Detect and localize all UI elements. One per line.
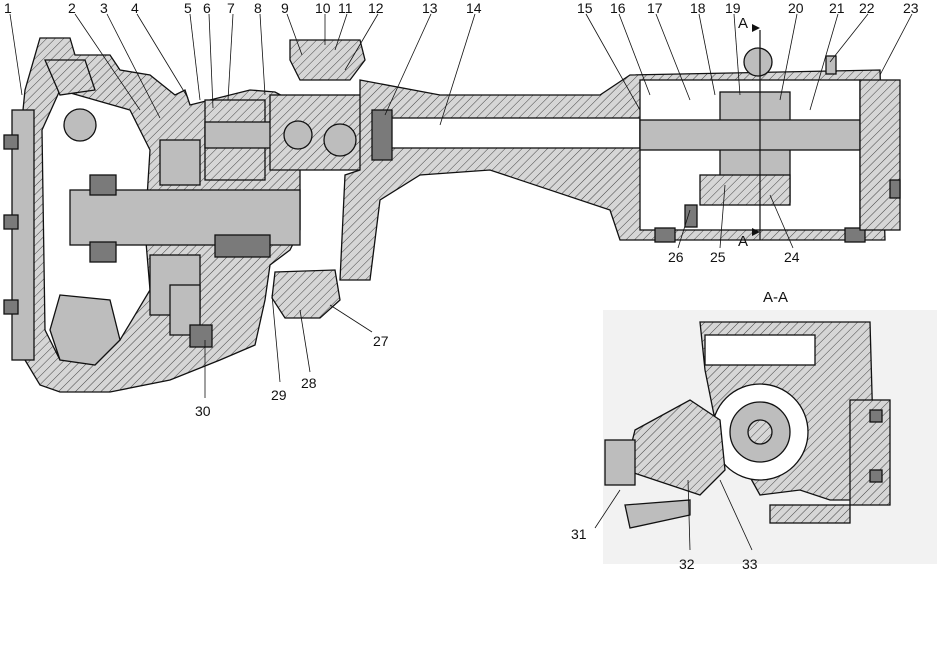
callout-2: 2 [68, 0, 76, 16]
shaft-seal [371, 109, 393, 161]
detail-side-cover [849, 399, 891, 506]
detail-bolt [869, 409, 883, 423]
diff-shaft [639, 119, 861, 151]
section-cut-marker: A A [738, 15, 761, 250]
callout-28: 28 [301, 375, 317, 391]
section-label: A-A [763, 289, 788, 306]
callout-32: 32 [679, 556, 695, 572]
callout-33: 33 [742, 556, 758, 572]
callout-6: 6 [203, 0, 211, 16]
callout-24: 24 [784, 249, 800, 265]
brake-actuator [49, 294, 121, 366]
diff-bolt [654, 227, 676, 243]
drain-plug [684, 204, 698, 228]
kingpin-flange-upper [289, 39, 366, 81]
callout-12: 12 [368, 0, 384, 16]
bearing [214, 234, 271, 258]
pinion-shaft [204, 121, 276, 149]
main-section [3, 37, 901, 393]
callout-5: 5 [184, 0, 192, 16]
cut-marker-bottom: A [738, 233, 748, 250]
callout-23: 23 [903, 0, 919, 16]
callout-numbers: 1 2 3 4 5 6 7 8 9 10 11 12 13 14 15 16 1… [4, 0, 919, 572]
diff-bolt [844, 227, 866, 243]
brake-cam [63, 108, 97, 142]
callout-19: 19 [725, 0, 741, 16]
callout-29: 29 [271, 387, 287, 403]
right-bolt [889, 179, 901, 199]
planet-gear [159, 139, 201, 186]
detail-bolt [869, 469, 883, 483]
callout-10: 10 [315, 0, 331, 16]
cardan-cross [323, 123, 357, 157]
callout-8: 8 [254, 0, 262, 16]
leader-lines [9, 13, 913, 551]
crown-gear [699, 174, 791, 206]
callout-27: 27 [373, 333, 389, 349]
callout-25: 25 [710, 249, 726, 265]
kingpin-flange-lower [271, 269, 341, 319]
bearing [89, 241, 117, 263]
cardan-cross [283, 120, 313, 150]
wheel-flange [11, 109, 35, 361]
flange-bolt [3, 214, 19, 230]
callout-31: 31 [571, 526, 587, 542]
bearing [89, 174, 117, 196]
callout-14: 14 [466, 0, 482, 16]
callout-3: 3 [100, 0, 108, 16]
breather-cap [825, 55, 837, 75]
callout-21: 21 [829, 0, 845, 16]
breather [743, 47, 773, 77]
detail-bracket [624, 499, 691, 529]
detail-foot [769, 504, 851, 524]
detail-flange [604, 439, 636, 486]
detail-diff-core [747, 419, 773, 445]
callout-7: 7 [227, 0, 235, 16]
cut-marker-top: A [738, 15, 748, 32]
callout-17: 17 [647, 0, 663, 16]
callout-13: 13 [422, 0, 438, 16]
brake-drum [44, 59, 96, 96]
callout-11: 11 [338, 0, 353, 16]
housing-bolt [189, 324, 213, 348]
callout-1: 1 [4, 0, 12, 16]
callout-18: 18 [690, 0, 706, 16]
detail-tube [704, 334, 816, 366]
callout-16: 16 [610, 0, 626, 16]
flange-bolt [3, 134, 19, 150]
detail-section: A-A [603, 289, 937, 564]
callout-30: 30 [195, 403, 211, 419]
callout-4: 4 [131, 0, 139, 16]
callout-9: 9 [281, 0, 289, 16]
callout-15: 15 [577, 0, 593, 16]
right-end-cap [859, 79, 901, 231]
callout-26: 26 [668, 249, 684, 265]
callout-22: 22 [859, 0, 875, 16]
half-shaft [379, 117, 641, 149]
flange-bolt [3, 299, 19, 315]
callout-20: 20 [788, 0, 804, 16]
